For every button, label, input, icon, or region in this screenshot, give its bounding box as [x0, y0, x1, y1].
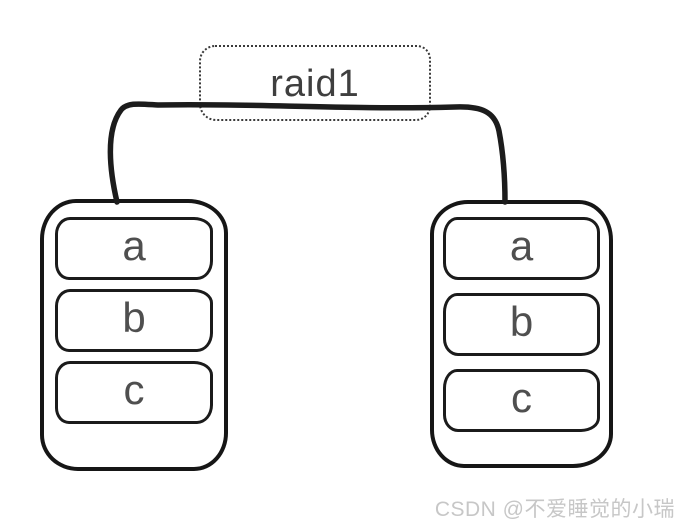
watermark-text: CSDN @不爱睡觉的小瑞 [434, 498, 675, 521]
disk-right-partition-c: c [443, 369, 600, 432]
partition-label: b [509, 297, 534, 345]
partition-label: c [123, 365, 145, 413]
disk-left-partition-b: b [55, 289, 213, 352]
raid1-group-box: raid1 [199, 45, 431, 121]
disk-left-partition-a: a [55, 217, 213, 280]
disk-right: a b c [430, 200, 613, 468]
raid1-label: raid1 [270, 62, 360, 105]
partition-label: c [511, 373, 532, 421]
partition-label: b [122, 293, 146, 341]
disk-left-partition-c: c [55, 361, 213, 424]
disk-right-partition-b: b [443, 293, 600, 356]
disk-left: a b c [40, 199, 228, 471]
partition-label: a [122, 221, 146, 269]
disk-right-partition-a: a [443, 217, 600, 280]
partition-label: a [509, 221, 534, 269]
